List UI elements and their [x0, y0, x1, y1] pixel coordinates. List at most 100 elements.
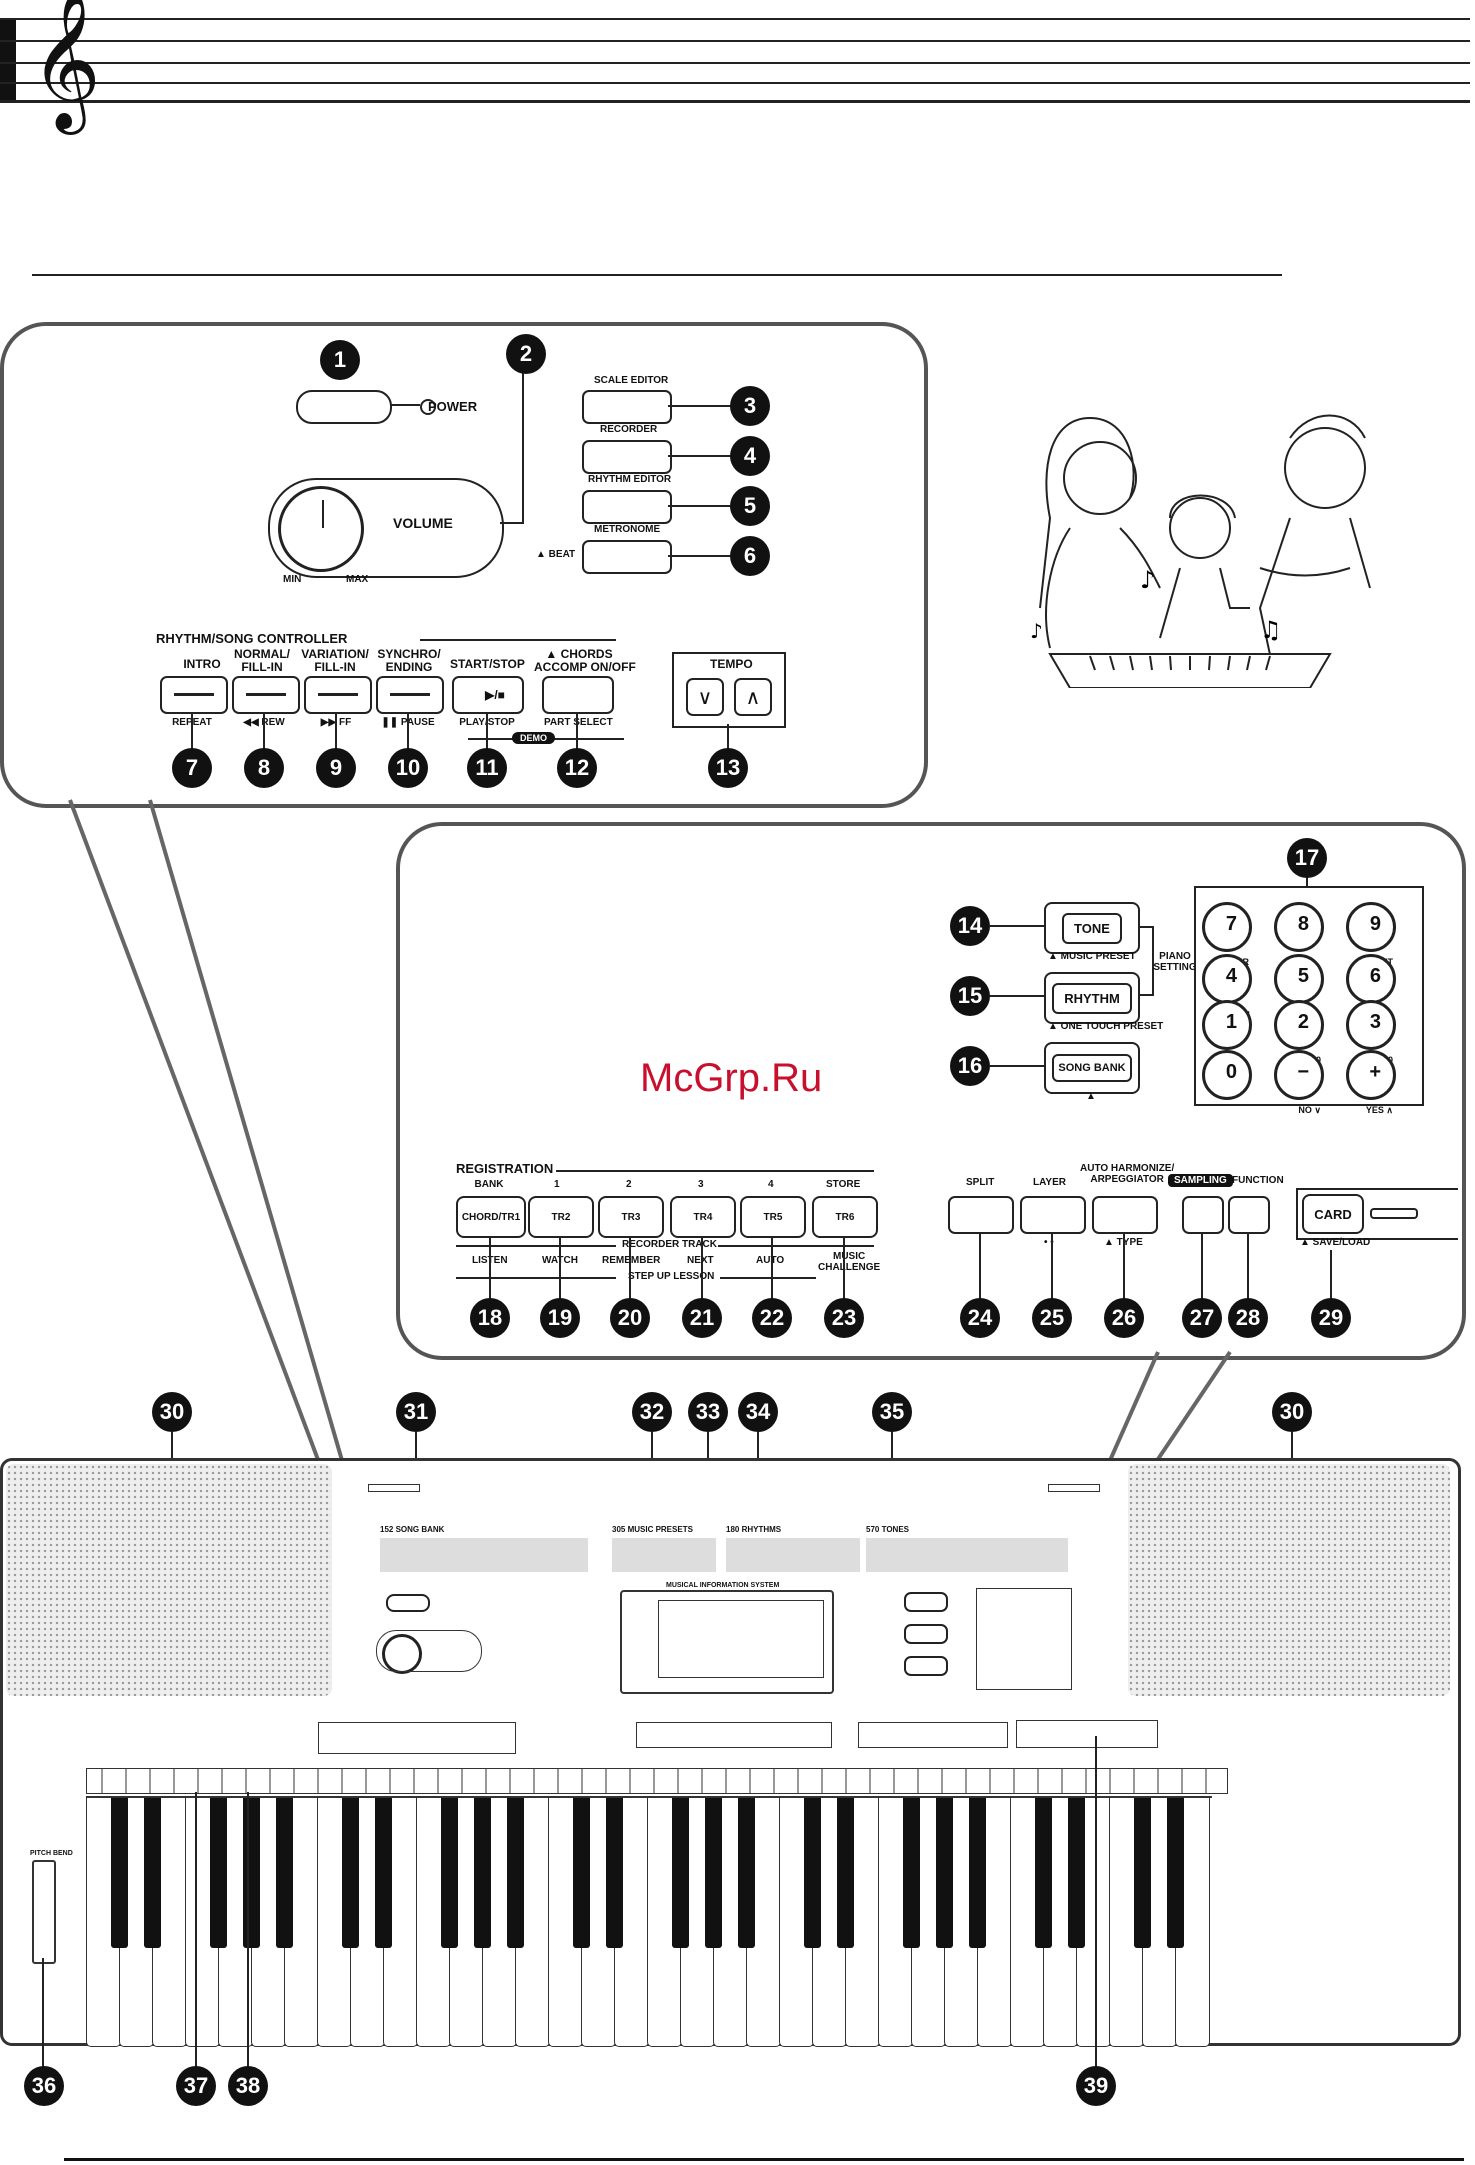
- callout-34: 34: [738, 1392, 778, 1432]
- callout-27: 27: [1182, 1298, 1222, 1338]
- black-key[interactable]: [804, 1798, 821, 1948]
- music-presets-list: [612, 1538, 716, 1572]
- registration-1-button[interactable]: TR2: [528, 1196, 594, 1238]
- mini-song-bank-button[interactable]: [904, 1656, 948, 1676]
- mini-keypad: [976, 1588, 1072, 1690]
- registration-4-button[interactable]: TR5: [740, 1196, 806, 1238]
- black-key[interactable]: [276, 1798, 293, 1948]
- synchro-ending-button[interactable]: [376, 676, 444, 714]
- tones-list: [866, 1538, 1068, 1572]
- black-key[interactable]: [144, 1798, 161, 1948]
- keypad-plus[interactable]: +YES ∧: [1346, 1050, 1396, 1115]
- black-key[interactable]: [969, 1798, 986, 1948]
- registration-2-button[interactable]: TR3: [598, 1196, 664, 1238]
- black-key[interactable]: [375, 1798, 392, 1948]
- header-bar: [0, 18, 16, 100]
- callout-1: 1: [320, 340, 360, 380]
- registration-store-button[interactable]: TR6: [812, 1196, 878, 1238]
- black-key[interactable]: [837, 1798, 854, 1948]
- keypad-0[interactable]: 0: [1202, 1050, 1252, 1100]
- rhythm-editor-button[interactable]: [582, 490, 672, 524]
- footer-rule: [64, 2158, 1464, 2161]
- mini-rhythm-controller: [318, 1722, 516, 1754]
- rhythm-button[interactable]: RHYTHM: [1044, 972, 1140, 1024]
- callout-31: 31: [396, 1392, 436, 1432]
- song-bank-button[interactable]: SONG BANK: [1044, 1042, 1140, 1094]
- rhythm-controller-title: RHYTHM/SONG CONTROLLER: [156, 631, 348, 646]
- keypad-2[interactable]: 2-10: [1274, 1000, 1324, 1065]
- black-key[interactable]: [111, 1798, 128, 1948]
- layer-button[interactable]: [1020, 1196, 1086, 1234]
- callout-35: 35: [872, 1392, 912, 1432]
- tone-button[interactable]: TONE: [1044, 902, 1140, 954]
- power-button[interactable]: [296, 390, 392, 424]
- callout-32: 32: [632, 1392, 672, 1432]
- keypad-1[interactable]: 1: [1202, 1000, 1252, 1050]
- variation-fill-in-button[interactable]: [304, 676, 372, 714]
- normal-fill-in-button[interactable]: [232, 676, 300, 714]
- svg-text:♫: ♫: [1260, 616, 1282, 644]
- registration-bank-button[interactable]: CHORD/TR1: [456, 1196, 526, 1238]
- start-stop-button[interactable]: ▶/■: [452, 676, 524, 714]
- black-key[interactable]: [507, 1798, 524, 1948]
- keypad-3[interactable]: 3+10: [1346, 1000, 1396, 1065]
- accomp-on-off-button[interactable]: [542, 676, 614, 714]
- tempo-box: [672, 652, 786, 728]
- volume-knob[interactable]: [278, 486, 364, 572]
- black-key[interactable]: [936, 1798, 953, 1948]
- keypad-7[interactable]: 7ENTER: [1202, 902, 1252, 967]
- tempo-up-button[interactable]: ∧: [734, 678, 772, 716]
- volume-label: VOLUME: [393, 515, 453, 531]
- recorder-button[interactable]: [582, 440, 672, 474]
- scale-editor-button[interactable]: [582, 390, 672, 424]
- staff-line: [0, 18, 1470, 20]
- black-key[interactable]: [1167, 1798, 1184, 1948]
- keypad-minus[interactable]: −NO ∨: [1274, 1050, 1324, 1115]
- sampling-badge: SAMPLING: [1168, 1174, 1233, 1187]
- mini-rhythm-button[interactable]: [904, 1624, 948, 1644]
- black-key[interactable]: [903, 1798, 920, 1948]
- mini-tone-button[interactable]: [904, 1592, 948, 1612]
- black-key[interactable]: [738, 1798, 755, 1948]
- mini-function-buttons: [858, 1722, 1008, 1748]
- split-button[interactable]: [948, 1196, 1014, 1234]
- black-key[interactable]: [672, 1798, 689, 1948]
- speaker-right: [1128, 1464, 1450, 1696]
- rhythms-list: [726, 1538, 860, 1572]
- mini-registration: [636, 1722, 832, 1748]
- black-key[interactable]: [342, 1798, 359, 1948]
- callout-24: 24: [960, 1298, 1000, 1338]
- power-label: POWER: [428, 399, 478, 414]
- black-key[interactable]: [705, 1798, 722, 1948]
- callout-6: 6: [730, 536, 770, 576]
- black-key[interactable]: [606, 1798, 623, 1948]
- registration-3-button[interactable]: TR4: [670, 1196, 736, 1238]
- staff-line: [0, 62, 1470, 64]
- pitch-bend-wheel[interactable]: [32, 1860, 56, 1964]
- metronome-button[interactable]: [582, 540, 672, 574]
- black-key[interactable]: [210, 1798, 227, 1948]
- black-key[interactable]: [243, 1798, 260, 1948]
- callout-26: 26: [1104, 1298, 1144, 1338]
- intro-button[interactable]: [160, 676, 228, 714]
- black-key[interactable]: [1035, 1798, 1052, 1948]
- callout-12: 12: [557, 748, 597, 788]
- callout-39: 39: [1076, 2066, 1116, 2106]
- volume-panel: [268, 478, 504, 578]
- black-key[interactable]: [1068, 1798, 1085, 1948]
- mini-power-button[interactable]: [386, 1594, 430, 1612]
- function-button[interactable]: [1228, 1196, 1270, 1234]
- black-key[interactable]: [474, 1798, 491, 1948]
- lcd-display: [620, 1590, 834, 1694]
- auto-harmonize-button[interactable]: [1092, 1196, 1158, 1234]
- callout-22: 22: [752, 1298, 792, 1338]
- card-button[interactable]: CARD: [1302, 1194, 1364, 1234]
- black-key[interactable]: [441, 1798, 458, 1948]
- black-key[interactable]: [1134, 1798, 1151, 1948]
- black-key[interactable]: [573, 1798, 590, 1948]
- keypad-8[interactable]: 8: [1274, 902, 1324, 952]
- sampling-button[interactable]: [1182, 1196, 1224, 1234]
- card-panel: [1296, 1188, 1458, 1240]
- callout-19: 19: [540, 1298, 580, 1338]
- tempo-down-button[interactable]: ∨: [686, 678, 724, 716]
